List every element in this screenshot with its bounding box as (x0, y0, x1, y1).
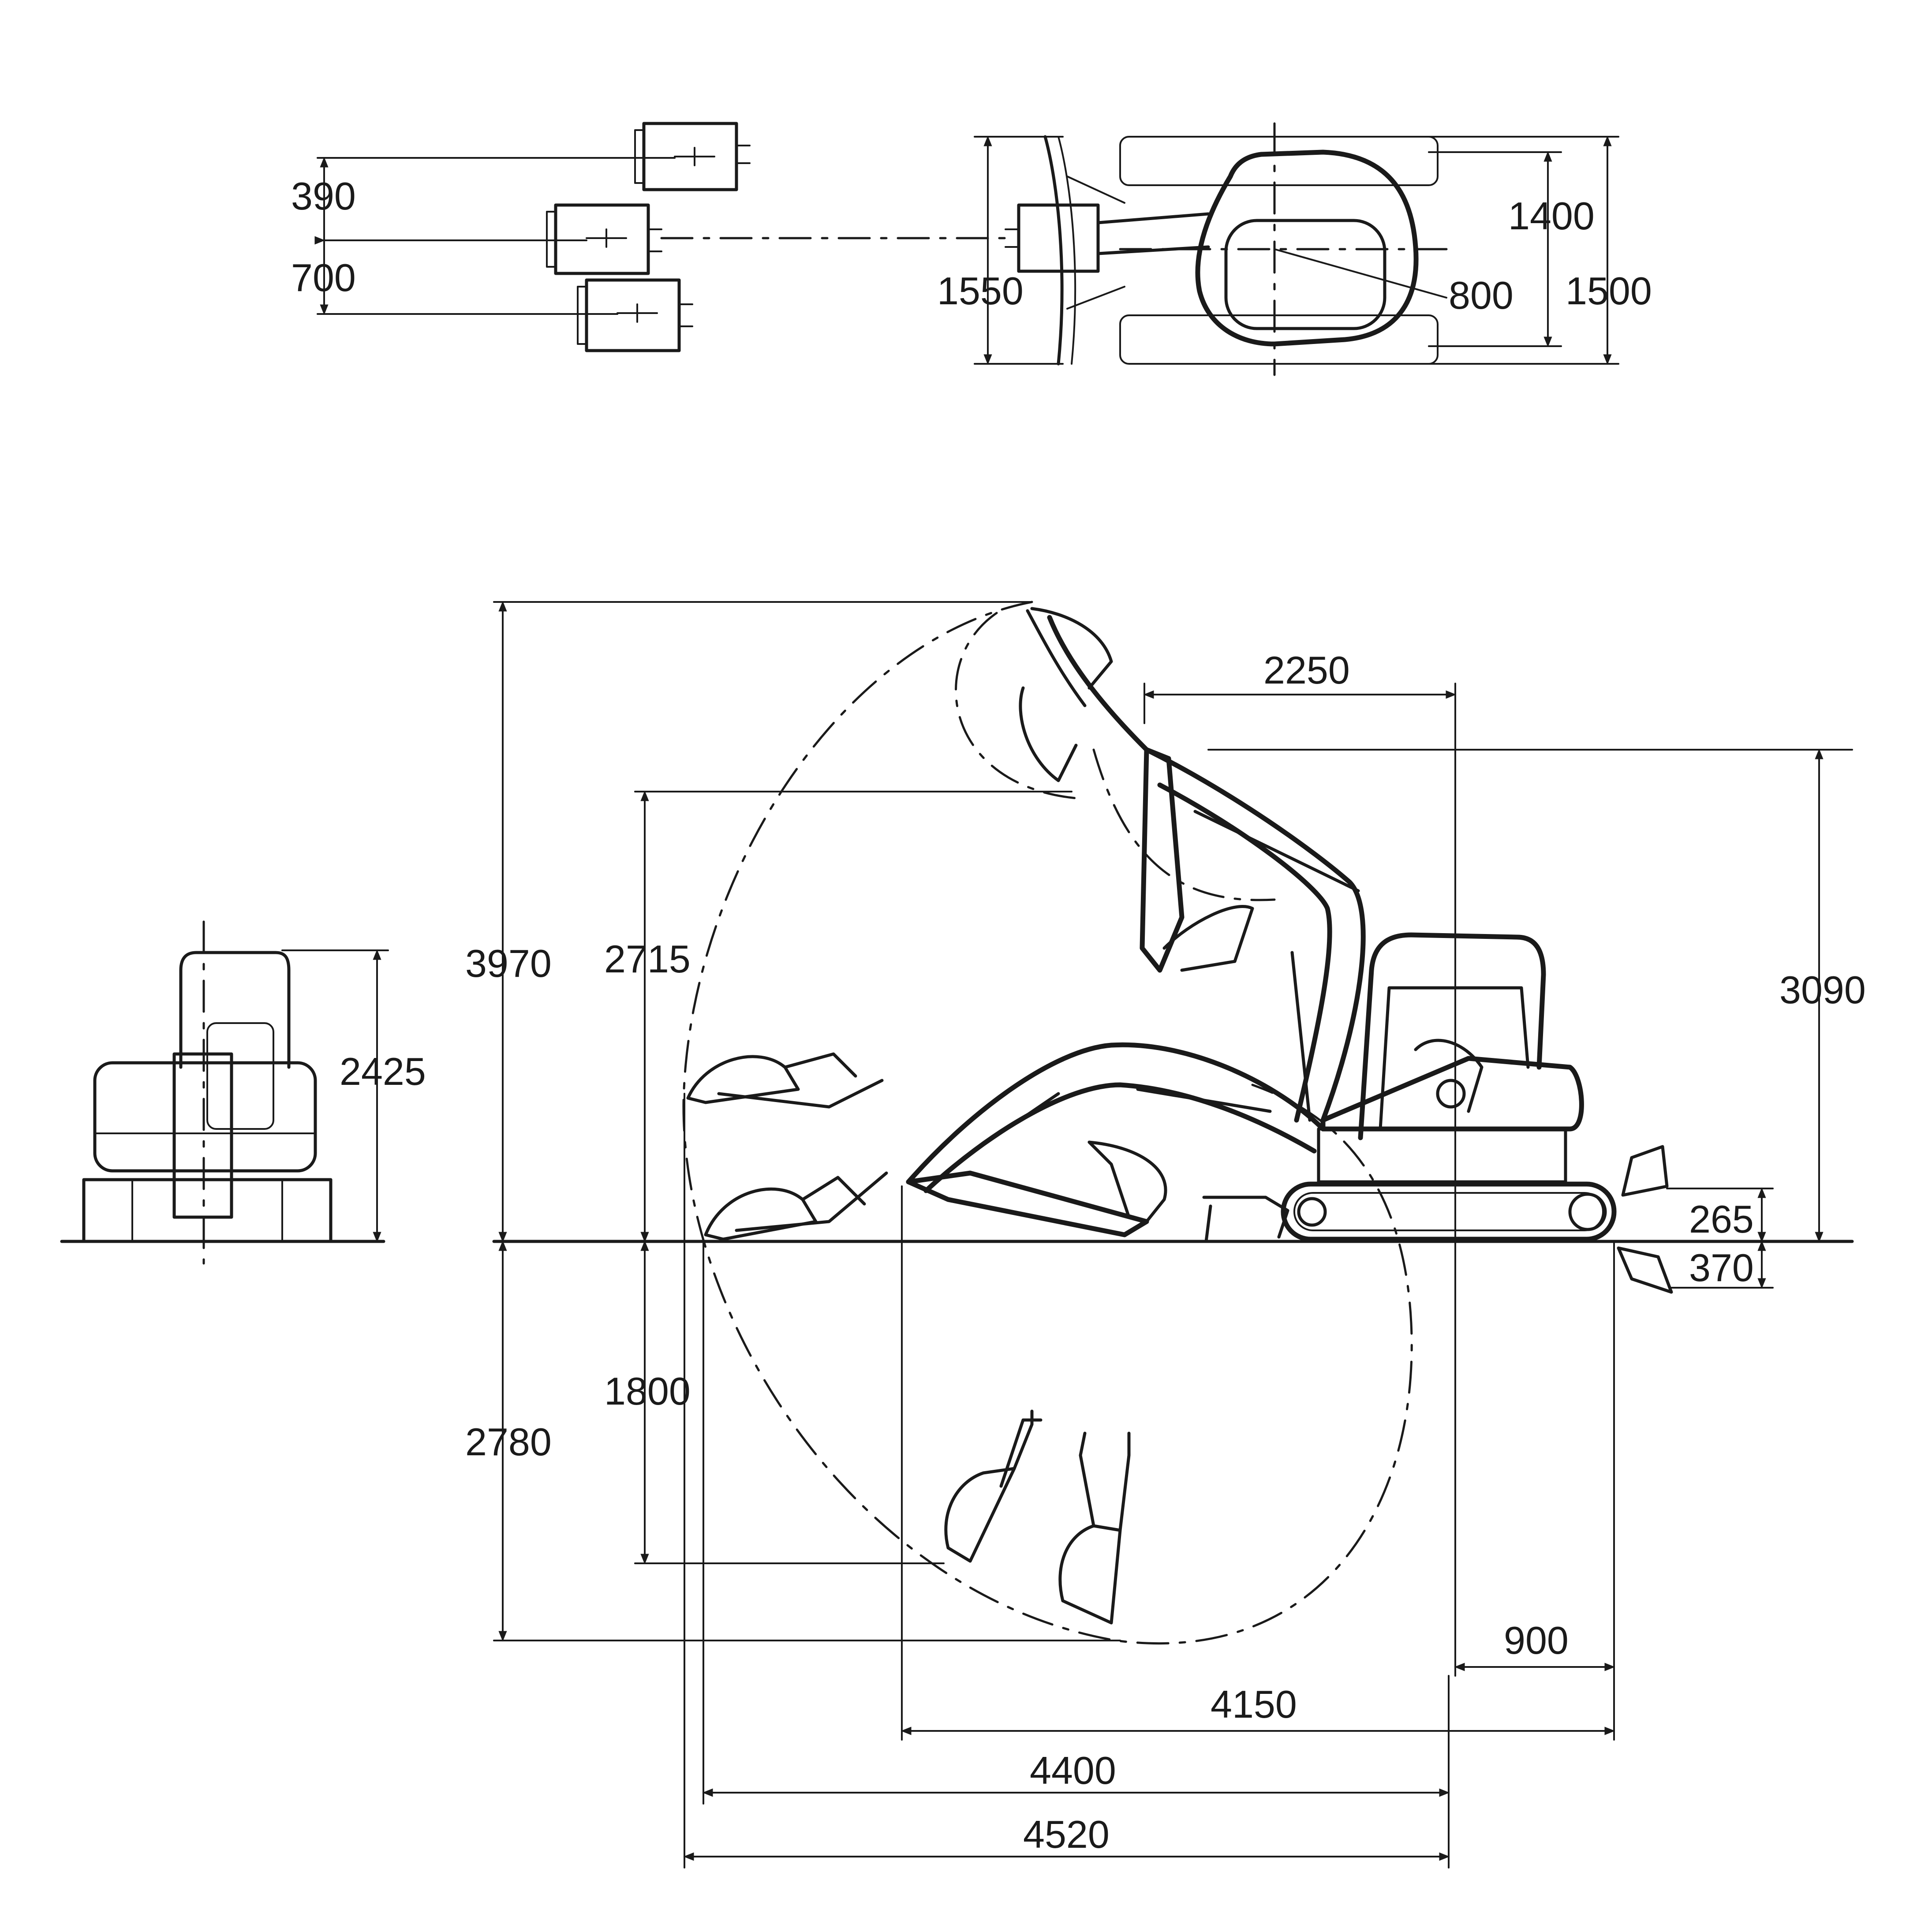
front-canopy (179, 951, 291, 1069)
dim-vertical-wall-depth: 1800 (604, 1369, 691, 1413)
upper-structure-outline (1195, 149, 1419, 347)
bucket-depth-1 (944, 1409, 1043, 1563)
bucket-offset-view: 390 700 (291, 122, 1007, 352)
arm-max-height (1019, 607, 1149, 782)
dim-bucket-offset-left: 390 (291, 174, 356, 218)
dozer-blade-raised (1621, 1145, 1669, 1197)
dim-max-dig-height: 3970 (465, 942, 552, 985)
top-view: 1550 800 1400 1500 (937, 122, 1652, 376)
dim-front-swing-radius: 2250 (1263, 648, 1350, 692)
bucket-right-offset (577, 278, 693, 352)
dim-track-width: 1400 (1508, 194, 1595, 238)
dim-transport-length: 4150 (1211, 1682, 1297, 1726)
bucket-depth-2 (1058, 1431, 1131, 1625)
dim-max-reach: 4520 (1023, 1812, 1110, 1856)
dim-blade-drop: 370 (1689, 1246, 1754, 1289)
side-view: 3970 2715 2780 1800 2250 3090 265 370 (465, 601, 1866, 1868)
dim-overall-width: 1500 (1566, 269, 1652, 313)
bucket-reach-ground (704, 1171, 888, 1241)
dim-max-dump-height: 2715 (604, 937, 691, 981)
dozer-blade-lowered (1617, 1246, 1673, 1294)
dim-max-dig-depth: 2780 (465, 1420, 552, 1464)
dim-tail-length: 900 (1504, 1618, 1569, 1662)
arm-raised (1140, 747, 1254, 973)
upper-structure (1317, 932, 1584, 1184)
bucket-center (546, 203, 662, 275)
canopy (1358, 932, 1546, 1140)
bucket-reach-upper (686, 1052, 884, 1109)
boom-raised (1144, 747, 1366, 1123)
dim-transport-height: 3090 (1779, 968, 1866, 1012)
digging-envelope (682, 601, 1413, 1645)
dim-bucket-offset-right: 700 (291, 256, 356, 299)
dim-reach-at-ground: 4400 (1030, 1749, 1116, 1792)
dim-canopy-height: 2425 (340, 1050, 426, 1093)
undercarriage (1202, 1181, 1617, 1243)
boom-lowered (906, 1042, 1326, 1193)
dim-tail-radius: 800 (1449, 273, 1513, 317)
arm-lowered (906, 1140, 1167, 1237)
dim-track-gauge: 1550 (937, 269, 1024, 313)
front-view: 2425 (60, 920, 426, 1265)
dim-blade-lift: 265 (1689, 1197, 1754, 1241)
bucket-left-offset (634, 122, 751, 191)
